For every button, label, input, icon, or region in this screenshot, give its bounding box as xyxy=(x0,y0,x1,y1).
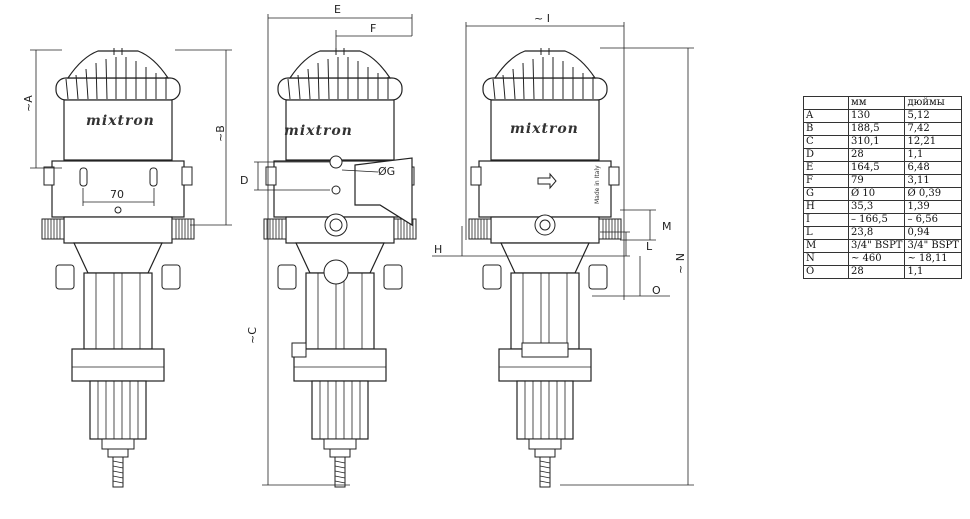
dim-i: ~ I xyxy=(534,12,550,25)
table-header xyxy=(803,96,849,110)
dim-m: M xyxy=(662,220,672,233)
table-cell: 1,39 xyxy=(904,200,962,214)
table-cell: 7,42 xyxy=(904,122,962,136)
dim-e: E xyxy=(334,3,341,16)
dim-a: ~A xyxy=(22,95,35,112)
table-cell: N xyxy=(803,252,849,266)
dim-h: H xyxy=(434,243,442,256)
table-cell: 3,11 xyxy=(904,174,962,188)
table-cell: – 6,56 xyxy=(904,213,962,227)
table-cell: 3/4" BSPT xyxy=(847,239,906,253)
table-cell: 35,3 xyxy=(847,200,906,214)
back-view: mixtron Made in Italy xyxy=(432,12,694,488)
table-header-row: мм дюймы xyxy=(803,96,962,110)
dim-c: ~C xyxy=(246,327,259,344)
table-cell: 79 xyxy=(847,174,906,188)
side-view: mixtron E F D ØG ~C xyxy=(240,3,417,488)
table-cell: ~ 460 xyxy=(847,252,906,266)
table-cell: F xyxy=(803,174,849,188)
table-cell: B xyxy=(803,122,849,136)
dim-d: D xyxy=(240,174,248,187)
dim-o: O xyxy=(652,284,661,297)
table-cell: 130 xyxy=(847,109,906,123)
table-cell: O xyxy=(803,265,849,279)
dim-70: 70 xyxy=(110,188,124,201)
table-cell: 23,8 xyxy=(847,226,906,240)
table-cell: 1,1 xyxy=(904,148,962,162)
dim-b: ~B xyxy=(214,125,227,142)
table-cell: 188,5 xyxy=(847,122,906,136)
table-cell: H xyxy=(803,200,849,214)
table-cell: 5,12 xyxy=(904,109,962,123)
table-cell: ~ 18,11 xyxy=(904,252,962,266)
table-cell: 164,5 xyxy=(847,161,906,175)
table-cell: A xyxy=(803,109,849,123)
table-cell: 28 xyxy=(847,148,906,162)
brand-logo-front: mixtron xyxy=(86,113,155,129)
dim-f: F xyxy=(370,22,376,35)
table-cell: Ø 10 xyxy=(847,187,906,201)
table-cell: 3/4" BSPT xyxy=(904,239,962,253)
dim-g: ØG xyxy=(378,165,395,178)
table-cell: D xyxy=(803,148,849,162)
table-cell: G xyxy=(803,187,849,201)
table-header: мм xyxy=(847,96,906,110)
table-header: дюймы xyxy=(904,96,962,110)
brand-logo-side: mixtron xyxy=(284,123,353,139)
dim-l: L xyxy=(646,240,653,253)
made-in-label: Made in Italy xyxy=(594,165,601,204)
table-cell: E xyxy=(803,161,849,175)
front-view: mixtron 70 ~A ~B xyxy=(22,47,232,488)
table-cell: I xyxy=(803,213,849,227)
table-cell: C xyxy=(803,135,849,149)
table-cell: M xyxy=(803,239,849,253)
table-cell: L xyxy=(803,226,849,240)
table-row: N~ 460~ 18,11 xyxy=(803,252,962,266)
table-cell: 0,94 xyxy=(904,226,962,240)
table-cell: Ø 0,39 xyxy=(904,187,962,201)
table-cell: 6,48 xyxy=(904,161,962,175)
table-row: I– 166,5– 6,56 xyxy=(803,213,962,227)
table-cell: 28 xyxy=(847,265,906,279)
table-cell: 12,21 xyxy=(904,135,962,149)
table-cell: – 166,5 xyxy=(847,213,906,227)
table-cell: 1,1 xyxy=(904,265,962,279)
brand-logo-back: mixtron xyxy=(510,121,579,137)
dim-n: ~ N xyxy=(674,253,687,274)
table-cell: 310,1 xyxy=(847,135,906,149)
